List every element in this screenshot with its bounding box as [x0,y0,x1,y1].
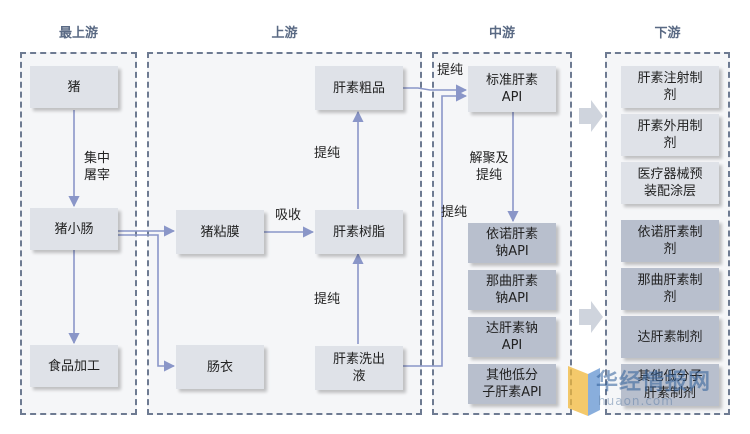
node-other-lmwh-prep: 其他低分子 肝素制剂 [621,364,719,406]
node-device-coating: 医疗器械预 装配涂层 [621,162,719,204]
node-heparin-crude: 肝素粗品 [315,66,403,110]
label-purify-upper: 提纯 [313,146,340,161]
node-dalteparin-prep: 达肝素制剂 [621,316,719,358]
header-midstream: 中游 [488,26,515,41]
node-dalteparin-api: 达肝素钠 API [468,317,556,357]
edge-crude-api [402,84,468,96]
label-depolymerize: 解聚及 提纯 [469,151,509,183]
node-pig-mucosa: 猪粘膜 [176,210,264,254]
watermark-brand: 华经情报网 [596,370,712,395]
node-nadroparin-api: 那曲肝素 钠API [468,270,556,310]
header-downstream: 下游 [654,26,681,41]
arrow-down-upper [579,100,603,132]
node-nadroparin-prep: 那曲肝素制 剂 [621,268,719,310]
node-food-processing: 食品加工 [30,345,118,387]
node-heparin-resin: 肝素树脂 [315,210,403,254]
watermark-logo [568,366,600,416]
node-heparin-eluate: 肝素洗出 液 [315,346,403,390]
node-pig: 猪 [30,66,118,108]
header-upstream: 上游 [271,26,298,41]
node-heparin-topical: 肝素外用制 剂 [621,114,719,156]
node-standard-heparin-api: 标准肝素 API [468,66,556,112]
label-purify-top: 提纯 [436,63,463,78]
edge-eluate-api [402,90,468,367]
header-most-upstream: 最上游 [58,26,98,41]
label-purify-mid: 提纯 [440,205,467,220]
arrow-down-lower [579,301,603,333]
label-absorb: 吸收 [274,208,301,223]
label-purify-lower: 提纯 [313,292,340,307]
node-other-lmwh-api: 其他低分 子肝素API [468,364,556,404]
node-enoxaparin-api: 依诺肝素 钠API [468,223,556,263]
watermark-url: huaon.com [598,394,674,408]
node-casing: 肠衣 [176,345,264,389]
edge-intestine-casing [150,234,176,372]
node-pig-small-intestine: 猪小肠 [30,208,118,250]
label-slaughter: 集中 屠宰 [83,151,110,183]
node-enoxaparin-prep: 依诺肝素制 剂 [621,220,719,262]
node-heparin-injection: 肝素注射制 剂 [621,66,719,108]
